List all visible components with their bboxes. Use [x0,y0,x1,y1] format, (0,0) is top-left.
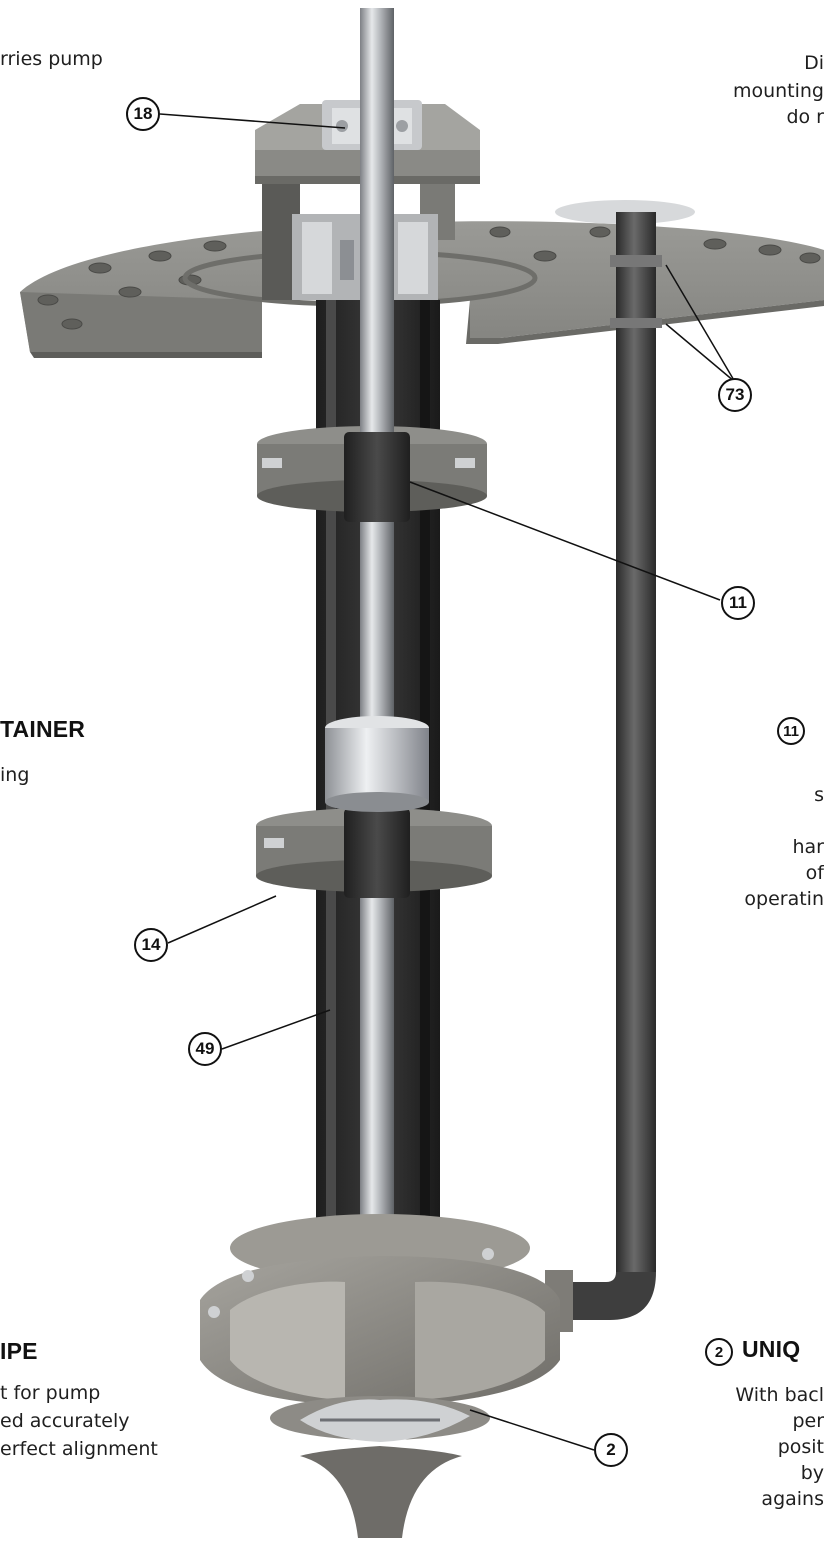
bottom-right-text-4: by [800,1462,824,1484]
impeller [270,1396,490,1442]
leader-73a [665,264,736,383]
bottom-left-text-1: t for pump [0,1382,101,1404]
left-heading: TAINER [0,716,86,742]
callout-49: 49 [188,1032,222,1066]
bottom-left-text-3: erfect alignment [0,1438,158,1460]
leader-18 [159,113,346,129]
top-right-text-3: do r [786,106,824,128]
bottom-right-text-3: posit [777,1436,824,1458]
bottom-left-heading: IPE [0,1338,38,1364]
callout-73: 73 [718,378,752,412]
leader-2 [469,1409,595,1451]
bottom-right-heading: UNIQ [742,1336,801,1362]
suction-bell [300,1446,462,1538]
right-mid-text-2: har [792,836,824,858]
leader-14 [167,895,277,944]
right-mid-number: 11 [777,717,805,745]
top-left-text: rries pump [0,48,103,70]
shaft [360,8,394,1408]
bottom-right-text-5: agains [761,1488,824,1510]
line-bearing-middle [344,808,410,898]
shaft-coupling [325,716,429,812]
left-text: ing [0,764,30,786]
pump-casing [200,1214,560,1406]
bottom-right-text-2: per [792,1410,824,1432]
top-right-text-2: mounting [732,80,824,102]
right-mid-text-4: operatin [744,888,824,910]
callout-2: 2 [594,1433,628,1467]
leader-11 [409,481,721,601]
line-bearing-upper [344,432,410,522]
bottom-left-text-2: ed accurately [0,1410,130,1432]
bottom-right-text-1: With bacl [735,1384,824,1406]
callout-14: 14 [134,928,168,962]
leader-73b [665,323,736,383]
callout-18: 18 [126,97,160,131]
right-mid-text-3: of [805,862,824,884]
top-right-text-1: Di [804,52,824,74]
discharge-pipe [545,200,695,1332]
leader-49 [221,1009,331,1050]
callout-11: 11 [721,586,755,620]
right-mid-text-1: s [814,784,824,806]
bottom-right-number: 2 [705,1338,733,1366]
